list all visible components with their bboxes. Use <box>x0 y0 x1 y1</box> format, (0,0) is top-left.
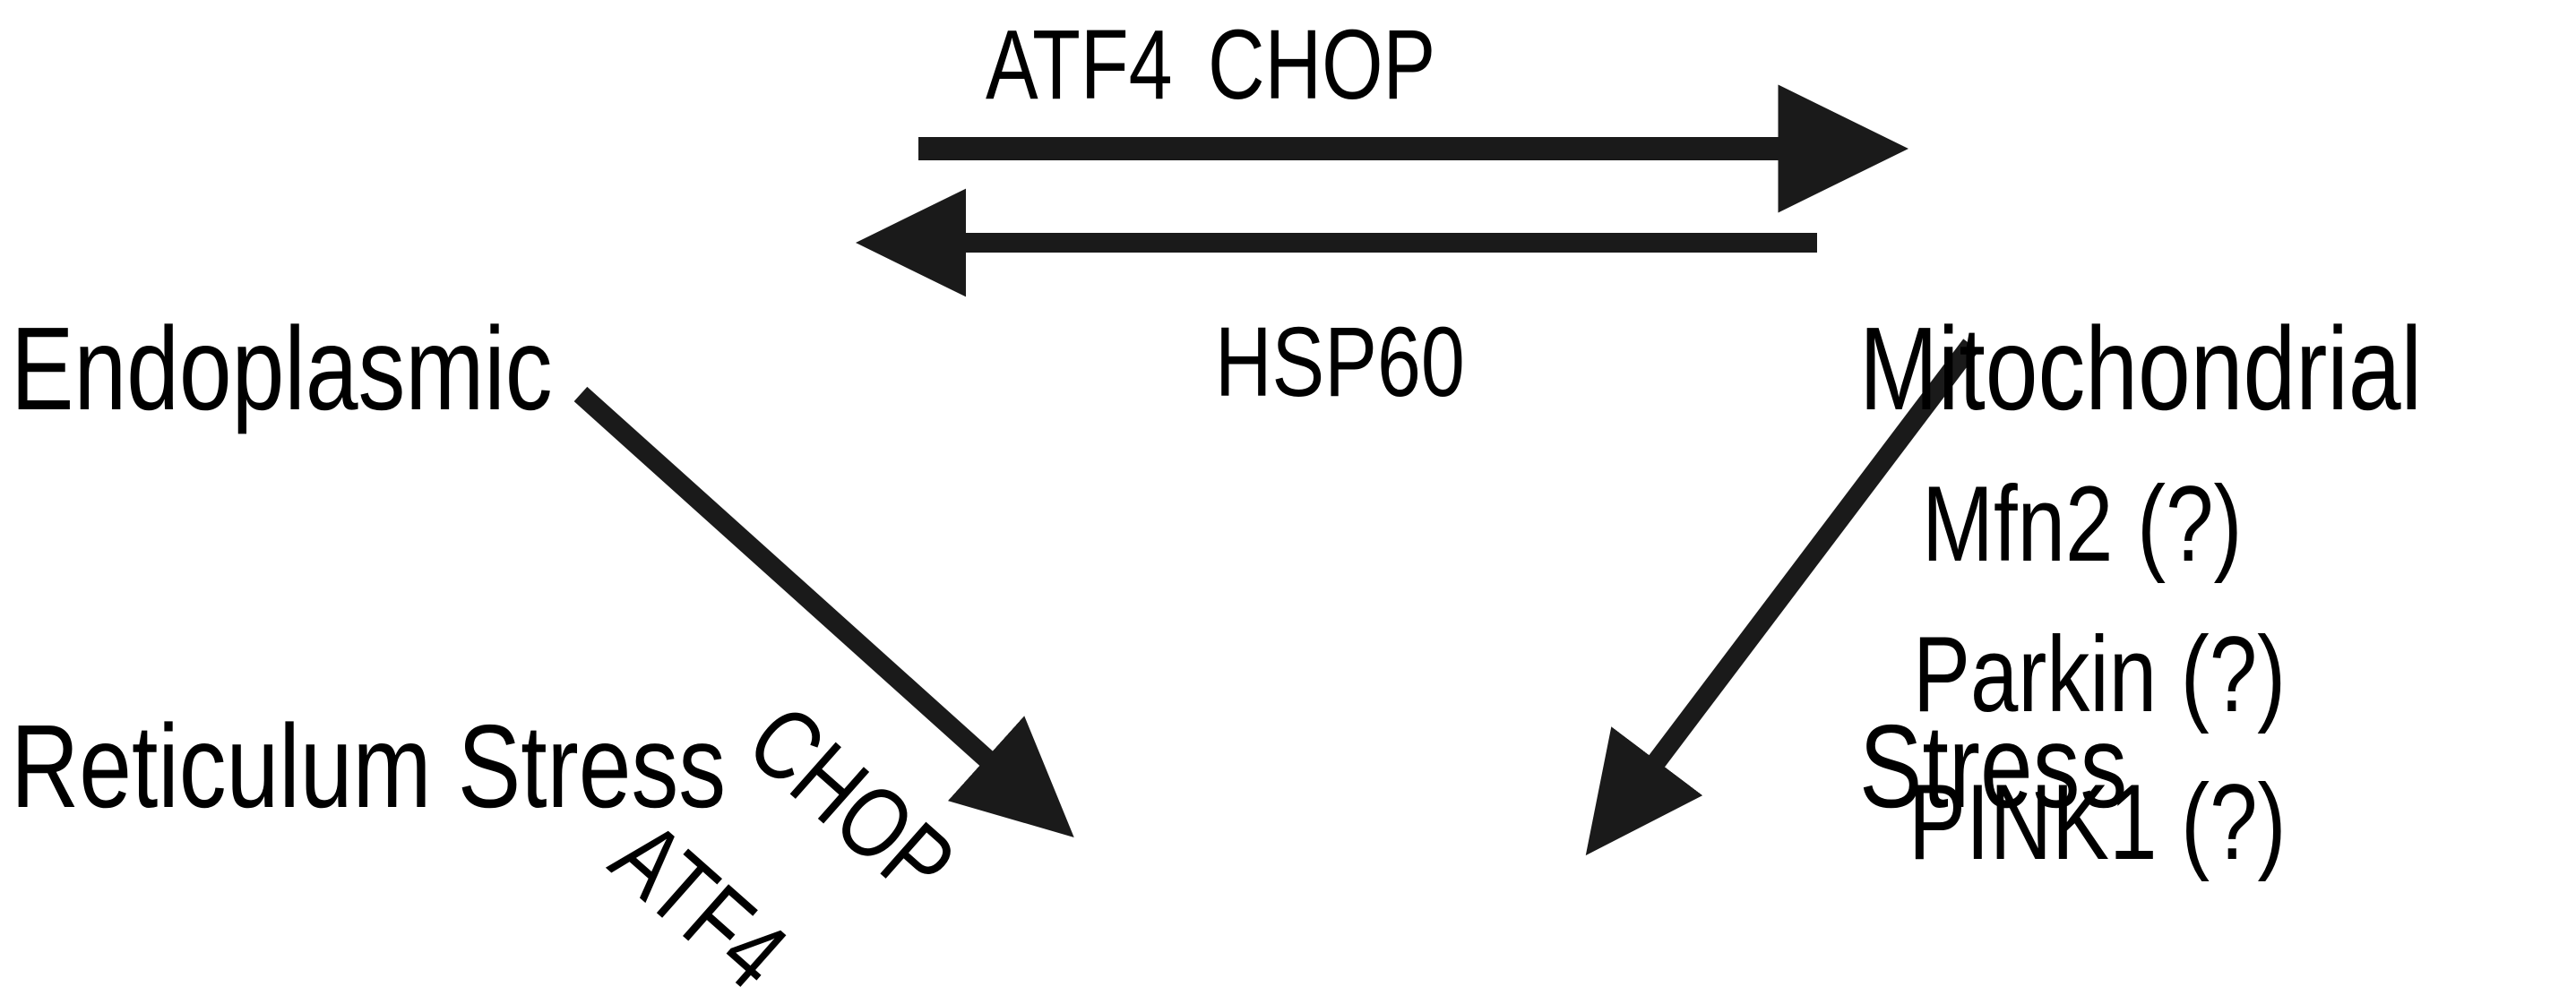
node-mitochondrial-stress-line1: Mitochondrial <box>1859 303 2423 434</box>
factor-label-pink1: PINK1 (?) <box>1908 762 2287 882</box>
edge-label-atf4-top: ATF4 <box>986 10 1173 120</box>
node-er-stress-line1: Endoplasmic <box>11 303 553 434</box>
node-mitochondrial-stress-line2: Stress <box>1859 700 2128 832</box>
node-er-stress: Endoplasmic Reticulum Stress <box>11 38 943 1004</box>
edge-label-chop-top: CHOP <box>1208 10 1436 120</box>
node-mitochondrial-stress: Mitochondrial Stress <box>1859 38 2576 1004</box>
edge-label-hsp60: HSP60 <box>1215 307 1465 417</box>
factor-label-mfn2: Mfn2 (?) <box>1922 464 2243 584</box>
factor-label-parkin: Parkin (?) <box>1913 614 2287 734</box>
node-er-stress-line2: Reticulum Stress <box>11 700 727 832</box>
node-apoptosis: Apoptosis <box>1053 826 1698 1004</box>
